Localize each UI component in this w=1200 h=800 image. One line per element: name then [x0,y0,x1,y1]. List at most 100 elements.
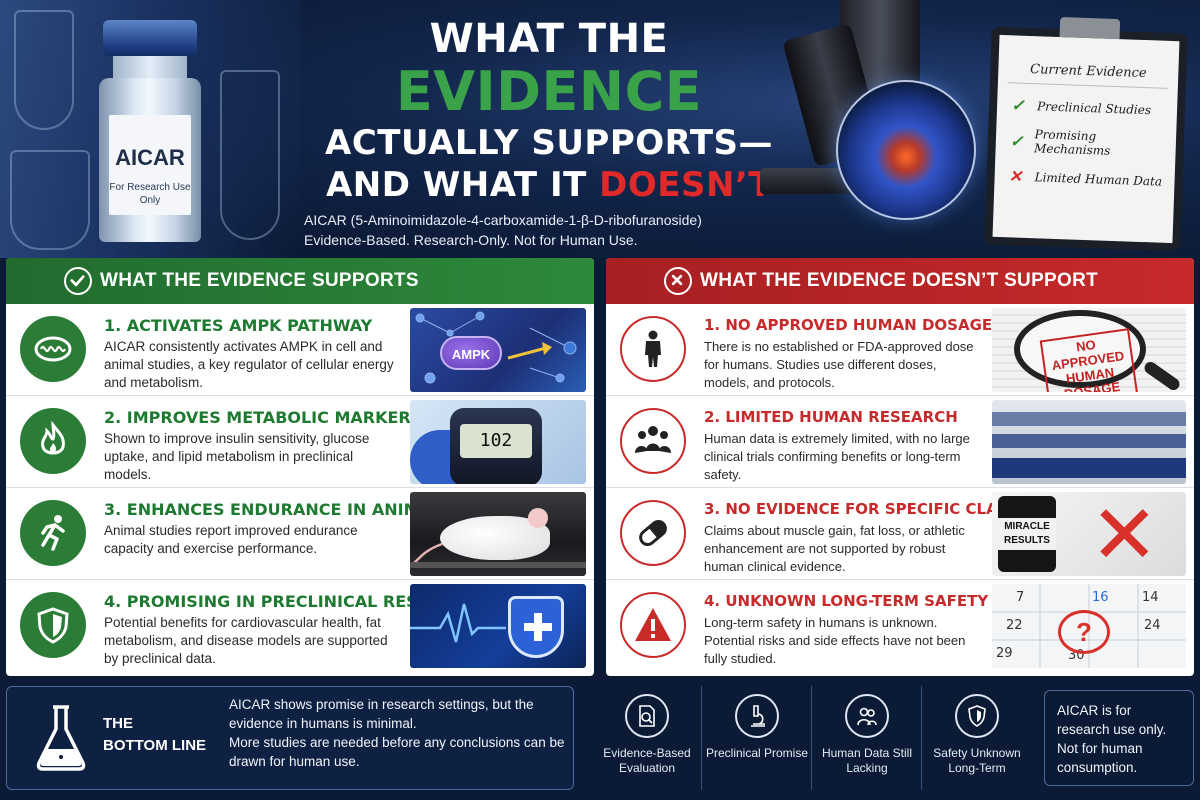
runner-icon [20,500,86,566]
list-item: 1. ACTIVATES AMPK PATHWAY AICAR consiste… [6,304,594,396]
row-title: 4. UNKNOWN LONG-TERM SAFETY [704,592,989,610]
check-icon: ✓ [1009,130,1024,151]
clipboard-item: ✓ Preclinical Studies [1011,95,1166,119]
empty-seats-image [992,400,1186,484]
vial-cap [103,20,197,56]
list-item: 4. PROMISING IN PRECLINICAL RESEARCH Pot… [6,580,594,672]
seat-row [992,434,1186,448]
calendar-image: 7 16 14 22 24 29 30 ? [992,584,1186,668]
ampk-pathway-image: AMPK [410,308,586,392]
row-description: Claims about muscle gain, fat loss, or a… [704,523,965,574]
x-circle-icon [664,267,692,295]
calendar-day: 24 [1144,618,1161,633]
flame-icon [20,408,86,474]
list-item: 2. LIMITED HUMAN RESEARCH Human data is … [606,396,1194,488]
badge-evidence-based: Evidence-Based Evaluation [592,686,702,790]
warning-icon [620,592,686,658]
row-description: Long-term safety in humans is unknown. P… [704,615,966,666]
row-description: Potential benefits for cardiovascular he… [104,615,388,666]
row-description: Animal studies report improved endurance… [104,523,358,556]
tagline: Evidence-Based. Research-Only. Not for H… [304,232,638,248]
bottom-line-label: THE BOTTOM LINE [103,713,206,757]
supports-header: WHAT THE EVIDENCE SUPPORTS [6,258,594,304]
vial-name: AICAR [115,145,185,170]
bottom-line-label-1: THE [103,715,133,732]
mouse-ear [528,508,548,528]
bottom-line-text: AICAR shows promise in research settings… [229,695,565,771]
badge-label: Safety Unknown Long-Term [933,746,1021,775]
person-icon [620,316,686,382]
page-title: WHAT THE EVIDENCE ACTUALLY SUPPORTS— AND… [304,16,794,206]
glucose-meter: 102 [450,408,542,484]
heartbeat-shield-image [410,584,586,668]
list-item: 3. NO EVIDENCE FOR SPECIFIC CLAIMS Claim… [606,488,1194,580]
research-use-disclaimer: AICAR is for research use only. Not for … [1044,690,1194,786]
beaker-shape [14,10,74,130]
not-supports-header: WHAT THE EVIDENCE DOESN’T SUPPORT [606,258,1194,304]
shield-outline-icon [955,694,999,738]
evidence-clipboard: Current Evidence ✓ Preclinical Studies ✓… [984,17,1188,252]
flask-icon [31,703,91,773]
row-description: AICAR consistently activates AMPK in cel… [104,339,394,390]
badge-label: Evidence-Based Evaluation [603,746,691,775]
bottom-line-label-2: BOTTOM LINE [103,737,207,754]
badge-human-data: Human Data Still Lacking [812,686,922,790]
row-title: 1. ACTIVATES AMPK PATHWAY [104,316,373,335]
compound-full-name: AICAR (5-Aminoimidazole-4-carboxamide-1-… [304,212,702,228]
row-description: Human data is extremely limited, with no… [704,431,970,482]
calendar-day: 16 [1092,590,1109,605]
title-line-2: EVIDENCE [395,60,703,123]
magnifying-glass: NO APPROVED HUMAN DOSAGE [1014,310,1146,392]
beaker-shape [220,70,280,240]
calendar-day: 7 [1016,590,1025,605]
glucose-meter-image: 102 [410,400,586,484]
question-mark-icon: ? [1058,610,1110,654]
row-title: 4. PROMISING IN PRECLINICAL RESEARCH [104,592,479,611]
red-x-icon: ✕ [1090,492,1159,577]
title-line-1: WHAT THE [429,16,669,62]
check-circle-icon [64,267,92,295]
clipboard-title: Current Evidence [1007,61,1169,89]
list-item: 2. IMPROVES METABOLIC MARKERS Shown to i… [6,396,594,488]
clipboard-clip [1059,17,1121,40]
group-icon [620,408,686,474]
people-icon [845,694,889,738]
list-item: 4. UNKNOWN LONG-TERM SAFETY Long-term sa… [606,580,1194,672]
title-line-4-prefix: AND WHAT IT [325,165,600,205]
document-search-icon [625,694,669,738]
lab-mouse-treadmill-image [410,492,586,576]
medical-shield [508,596,564,658]
mitochondria-icon [20,316,86,382]
meter-reading: 102 [460,424,532,458]
ampk-molecule: AMPK [440,336,502,370]
badge-preclinical: Preclinical Promise [702,686,812,790]
clipboard-item-text: Promising Mechanisms [1033,127,1111,158]
aicar-vial: AICAR For Research Use Only [95,20,205,242]
row-title: 1. NO APPROVED HUMAN DOSAGE [704,316,993,334]
clipboard-item-text: Limited Human Data [1034,169,1163,189]
stamp-text: NO APPROVED HUMAN DOSAGE [1039,328,1139,392]
list-item: 1. NO APPROVED HUMAN DOSAGE There is no … [606,304,1194,396]
title-highlight-doesnt: DOESN’T [599,165,773,205]
not-supports-header-text: WHAT THE EVIDENCE DOESN’T SUPPORT [700,270,1099,291]
microscope-icon [735,694,779,738]
badge-safety-unknown: Safety Unknown Long-Term [922,686,1032,790]
title-line-3: ACTUALLY SUPPORTS— [325,123,773,163]
badge-strip: Evidence-Based Evaluation Preclinical Pr… [592,686,1032,790]
bottom-line-box: THE BOTTOM LINE AICAR shows promise in r… [6,686,574,790]
seat-row [992,412,1186,426]
title-line-4: AND WHAT IT DOESN’T [304,164,794,206]
vial-label: AICAR For Research Use Only [109,115,191,215]
shield-icon [20,592,86,658]
row-description: Shown to improve insulin sensitivity, gl… [104,431,370,482]
check-icon: ✓ [1010,95,1025,115]
seat-row [992,458,1186,478]
bottom-line-text-2: More studies are needed before any concl… [229,735,565,769]
capsule-icon [620,500,686,566]
vial-neck [113,56,187,78]
cross-icon: ✕ [1008,166,1023,186]
calendar-day: 22 [1006,618,1023,633]
list-item: 3. ENHANCES ENDURANCE IN ANIMALS Animal … [6,488,594,580]
bottle-label: MIRACLE RESULTS [998,518,1056,550]
row-title: 2. LIMITED HUMAN RESEARCH [704,408,958,426]
